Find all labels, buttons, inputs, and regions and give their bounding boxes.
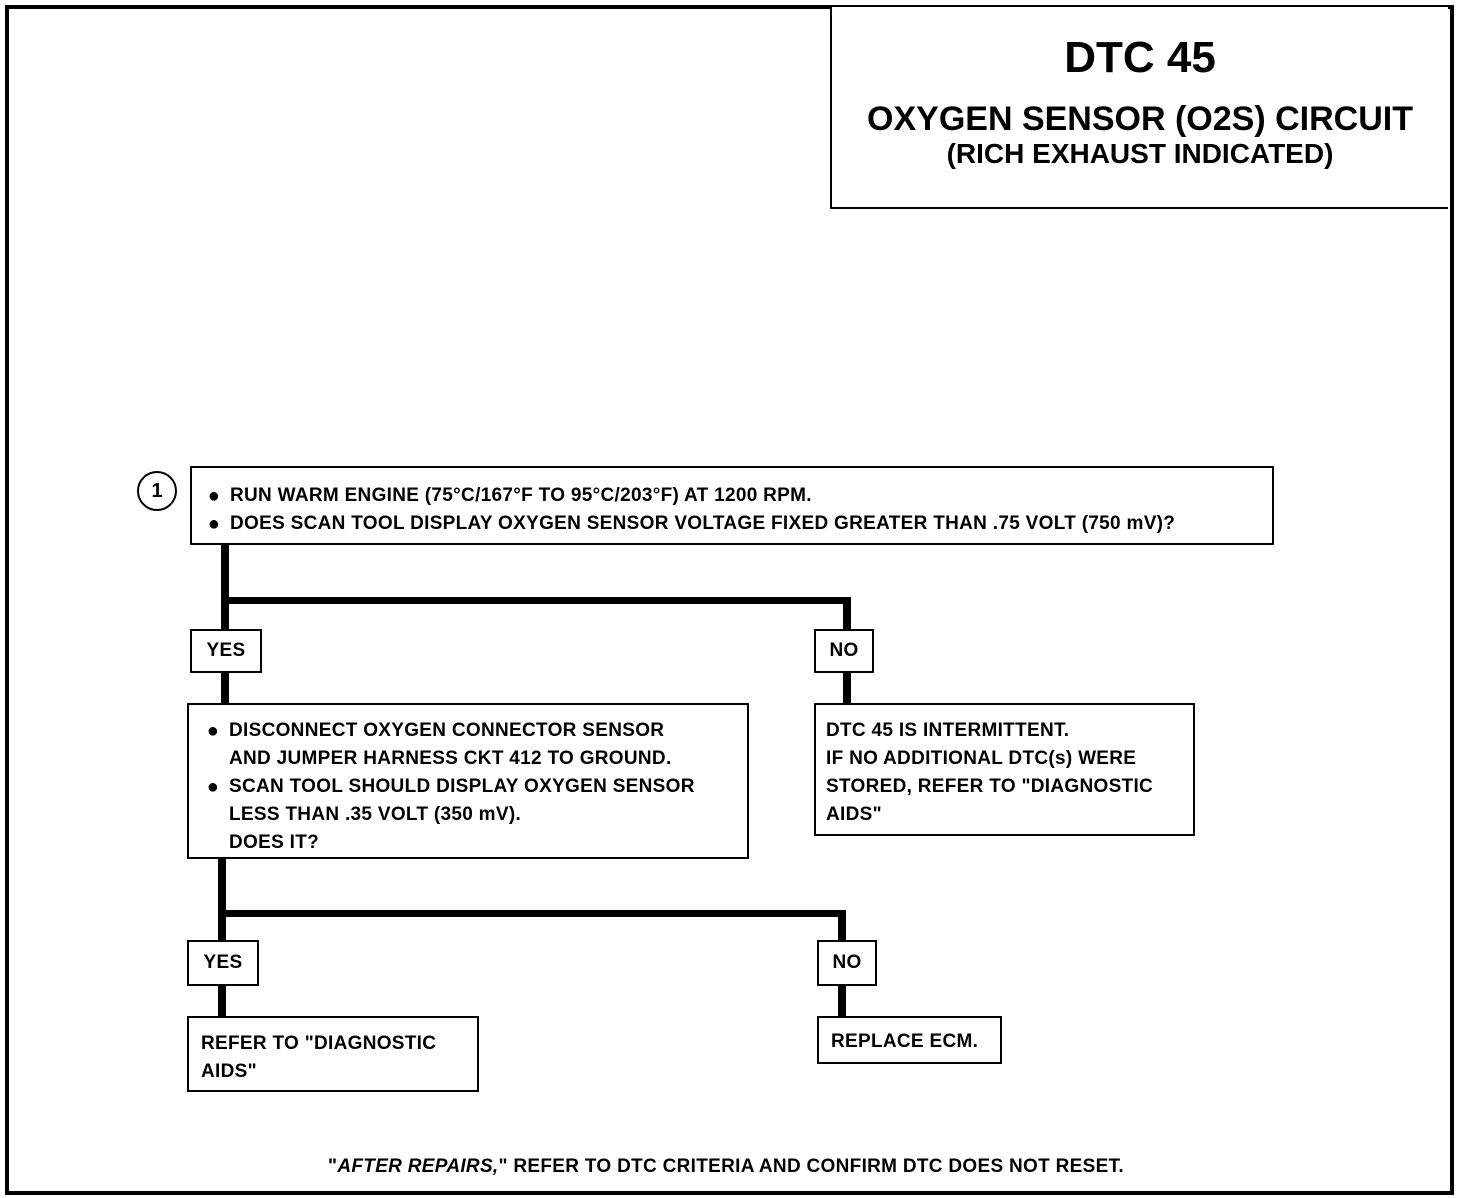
title-block: DTC 45 OXYGEN SENSOR (O2S) CIRCUIT (RICH… [830, 7, 1448, 209]
branch1-yes-bullet-1: DISCONNECT OXYGEN CONNECTOR SENSOR AND J… [229, 720, 672, 769]
intermittent-box: DTC 45 IS INTERMITTENT. IF NO ADDITIONAL… [814, 703, 1195, 836]
bullet-icon: ● [207, 485, 221, 507]
branch1-yes-bullet-2: SCAN TOOL SHOULD DISPLAY OXYGEN SENSOR L… [229, 776, 695, 853]
replace-ecm-box: REPLACE ECM. [817, 1016, 1002, 1064]
footer-quote: " [328, 1156, 338, 1177]
bullet-icon: ● [206, 776, 220, 798]
refer-diagnostic-aids-box: REFER TO "DIAGNOSTIC AIDS" [187, 1016, 479, 1092]
connector-line [218, 857, 226, 945]
yes-label: YES [187, 940, 259, 986]
list-item: ● DOES SCAN TOOL DISPLAY OXYGEN SENSOR V… [198, 510, 1264, 538]
disconnect-sensor-box: ● DISCONNECT OXYGEN CONNECTOR SENSOR AND… [187, 703, 749, 859]
footer-note: "AFTER REPAIRS," REFER TO DTC CRITERIA A… [0, 1156, 1452, 1178]
page-title: DTC 45 [1064, 33, 1216, 82]
connector-line [218, 984, 226, 1018]
connector-line [843, 671, 851, 705]
connector-line [218, 910, 846, 917]
footer-text: " REFER TO DTC CRITERIA AND CONFIRM DTC … [498, 1156, 1124, 1177]
connector-line [838, 984, 846, 1018]
connector-line [221, 597, 851, 604]
list-item: ● RUN WARM ENGINE (75°C/167°F TO 95°C/20… [198, 482, 1264, 510]
step1-bullet-2: DOES SCAN TOOL DISPLAY OXYGEN SENSOR VOL… [230, 513, 1176, 534]
diagram-frame [5, 5, 1454, 1195]
list-item: ● SCAN TOOL SHOULD DISPLAY OXYGEN SENSOR… [197, 773, 739, 857]
connector-line [221, 671, 229, 705]
step1-bullet-1: RUN WARM ENGINE (75°C/167°F TO 95°C/203°… [230, 485, 812, 506]
no-label: NO [814, 629, 874, 673]
connector-line [843, 597, 851, 631]
step-number-badge: 1 [137, 471, 177, 511]
no-label: NO [817, 940, 877, 986]
bullet-icon: ● [207, 513, 221, 535]
list-item: ● DISCONNECT OXYGEN CONNECTOR SENSOR AND… [197, 717, 739, 773]
yes-label: YES [190, 629, 262, 673]
connector-line [221, 543, 229, 631]
page-subtitle: OXYGEN SENSOR (O2S) CIRCUIT [867, 100, 1413, 138]
step1-box: ● RUN WARM ENGINE (75°C/167°F TO 95°C/20… [190, 466, 1274, 545]
bullet-icon: ● [206, 720, 220, 742]
page-subtitle-2: (RICH EXHAUST INDICATED) [946, 138, 1334, 169]
connector-line [838, 910, 846, 942]
footer-emphasis: AFTER REPAIRS, [337, 1156, 499, 1177]
